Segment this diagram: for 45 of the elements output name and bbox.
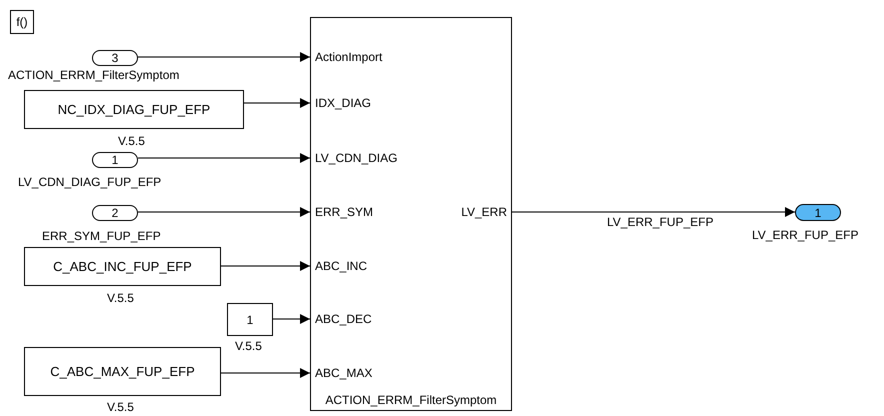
block-label: 1 (112, 153, 118, 167)
block-name: ACTION_ERRM_FilterSymptom (324, 393, 498, 407)
block-caption: V.5.5 (107, 400, 134, 414)
port-label: ABC_DEC (315, 312, 372, 326)
port-label: ERR_SYM (315, 205, 374, 219)
block-label: f() (16, 15, 28, 29)
port-label: LV_ERR (461, 205, 507, 219)
function-block (10, 10, 34, 34)
constant-block (227, 303, 273, 336)
signal-arrow (220, 261, 310, 271)
block-caption: V.5.5 (118, 134, 145, 148)
port-label: IDX_DIAG (315, 96, 372, 110)
port-label: ABC_INC (315, 259, 368, 273)
inport-block (92, 152, 138, 168)
port-label: ActionImport (315, 50, 382, 64)
inport-block (92, 205, 138, 221)
port-label: ABC_MAX (315, 366, 372, 380)
block-caption: V.5.5 (107, 291, 134, 305)
block-caption: LV_CDN_DIAG_FUP_EFP (18, 175, 162, 189)
port-label: LV_CDN_DIAG (315, 151, 398, 165)
block-label: 2 (112, 206, 118, 220)
signal-arrow (512, 207, 796, 217)
outport-block (795, 204, 841, 221)
constant-block (24, 247, 221, 286)
block-label: C_ABC_INC_FUP_EFP (53, 259, 192, 274)
signal-arrow (138, 153, 310, 163)
signal-arrow (244, 98, 310, 108)
signal-label: LV_ERR_FUP_EFP (607, 215, 714, 229)
block-label: 3 (112, 51, 118, 65)
constant-block (24, 90, 244, 129)
signal-arrow (272, 314, 310, 324)
block-label: 1 (814, 206, 822, 220)
block-label: 1 (246, 312, 254, 326)
constant-block (24, 347, 221, 396)
signal-arrow (138, 52, 310, 62)
block-caption: ACTION_ERRM_FilterSymptom (8, 68, 180, 82)
signal-arrow (138, 207, 310, 217)
signal-arrow (220, 368, 310, 378)
subsystem-block (310, 17, 512, 411)
block-label: C_ABC_MAX_FUP_EFP (50, 364, 195, 379)
block-caption: LV_ERR_FUP_EFP (752, 228, 858, 242)
block-label: NC_IDX_DIAG_FUP_EFP (58, 102, 210, 117)
block-caption: V.5.5 (235, 339, 262, 353)
block-caption: ERR_SYM_FUP_EFP (42, 229, 161, 243)
inport-block (92, 50, 138, 66)
